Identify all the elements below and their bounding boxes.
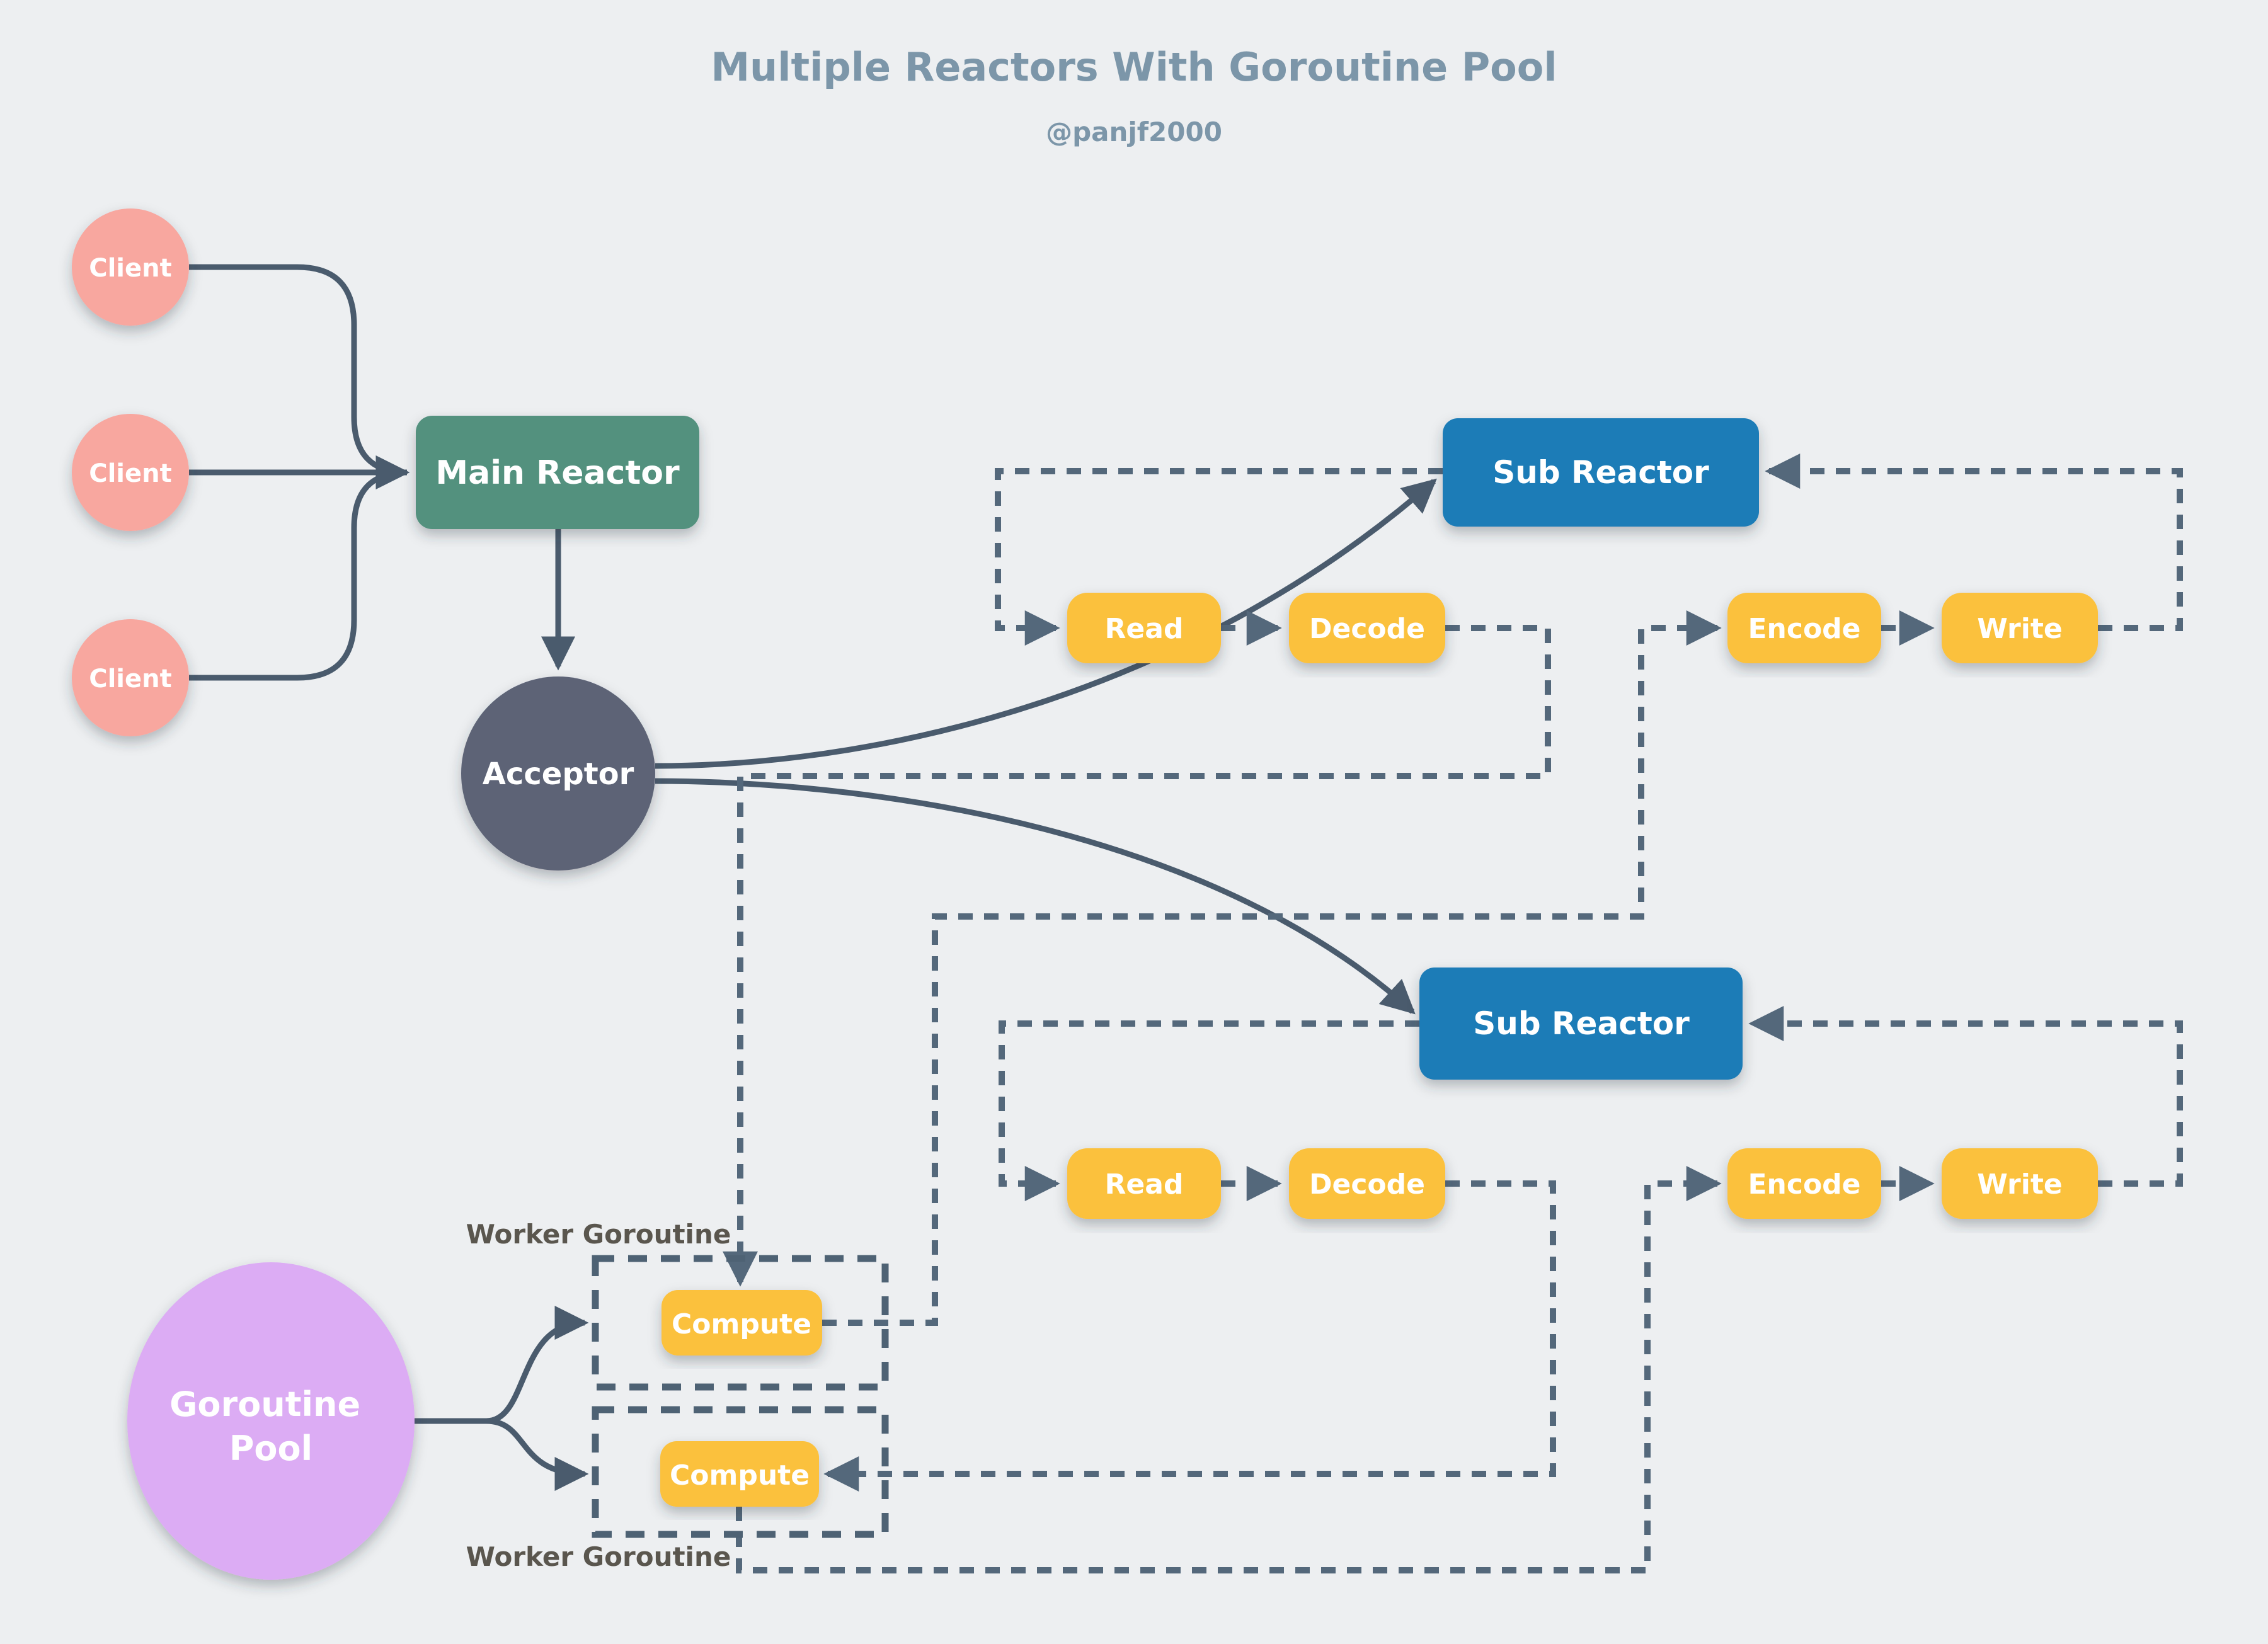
decode-bottom-node: Decode [1289,1148,1445,1219]
client-circle [72,208,189,326]
client-node-2: Client [72,414,189,531]
worker-goroutine-box-bottom [592,1406,889,1538]
compute-label: Compute [672,1308,811,1340]
edge-pool-to-worker-bottom [486,1418,589,1491]
client-circle [72,619,189,736]
edge-decode-bottom-to-compute [823,1180,1556,1492]
sub-reactor-box [1419,968,1743,1080]
compute-box [660,1441,819,1507]
stage-label: Write [1977,1168,2062,1201]
client-label: Client [89,459,172,488]
goroutine-pool-label: Goroutine Pool [169,1384,372,1468]
write-bottom-node: Write [1942,1148,2098,1219]
dashed-edges [723,454,2183,1573]
acceptor-node: Acceptor [461,676,655,871]
read-bottom-node: Read [1067,1148,1221,1219]
worker-goroutine-label-top: Worker Goroutine [466,1219,731,1250]
worker-goroutine-box-top [592,1255,889,1391]
goroutine-pool-circle [127,1262,415,1580]
edge-sub-reactor-bottom-to-read [999,1020,1419,1201]
compute-label: Compute [670,1459,810,1492]
client-circle [72,414,189,531]
write-top-node: Write [1942,593,2098,663]
goroutine-pool-label-line1: Goroutine [169,1384,360,1424]
encode-bottom-node: Encode [1727,1148,1881,1219]
client-label: Client [89,665,172,694]
read-top-node: Read [1067,593,1221,663]
edge-sub-reactor-top-to-read [995,468,1443,646]
stage-label: Decode [1309,613,1425,645]
sub-reactor-label: Sub Reactor [1492,454,1709,491]
stage-box [1289,593,1445,663]
client-node-1: Client [72,208,189,326]
compute-bottom-node: Compute [660,1441,819,1507]
stage-label: Read [1105,613,1184,645]
goroutine-pool-label-line2: Pool [229,1429,312,1468]
acceptor-circle [461,676,655,871]
main-reactor-label: Main Reactor [435,454,680,492]
client-node-3: Client [72,619,189,736]
edge-write-bottom-to-sub-reactor [1748,1006,2183,1187]
edge-compute-bottom-to-encode [736,1166,1722,1573]
client-label: Client [89,254,172,283]
stage-box [1727,1148,1881,1219]
stage-box [1067,1148,1221,1219]
compute-box [662,1290,822,1356]
page-author: @panjf2000 [1046,117,1222,147]
stage-box [1289,1148,1445,1219]
stage-box [1942,593,2098,663]
edge-write-top-to-sub-reactor [1765,454,2183,631]
stage-box [1942,1148,2098,1219]
stage-box [1067,593,1221,663]
sub-reactor-top-node: Sub Reactor [1443,418,1759,527]
stage-label: Write [1977,613,2062,645]
stage-label: Read [1105,1168,1184,1201]
edge-acceptor-to-sub-reactor-top [655,478,1437,769]
edge-acceptor-to-sub-reactor-bottom [655,778,1416,1015]
goroutine-pool-node: Goroutine Pool [127,1262,415,1580]
stage-label: Encode [1748,613,1860,645]
encode-top-node: Encode [1727,593,1881,663]
main-reactor-box [416,416,699,529]
compute-top-node: Compute [662,1290,822,1356]
main-reactor-node: Main Reactor [416,416,699,529]
edge-pool-to-worker-top [415,1306,589,1424]
decode-top-node: Decode [1289,593,1445,663]
worker-goroutine-label-bottom: Worker Goroutine [466,1541,731,1572]
stage-label: Encode [1748,1168,1860,1201]
edge-compute-top-to-encode [822,610,1722,1326]
sub-reactor-box [1443,418,1759,527]
stage-box [1727,593,1881,663]
sub-reactor-bottom-node: Sub Reactor [1419,968,1743,1080]
page-title: Multiple Reactors With Goroutine Pool [711,44,1557,90]
acceptor-label: Acceptor [483,756,634,792]
stage-label: Decode [1309,1168,1425,1201]
edge-decode-top-to-compute [723,625,1551,1287]
sub-reactor-label: Sub Reactor [1473,1005,1690,1042]
solid-edges [189,264,1437,1491]
